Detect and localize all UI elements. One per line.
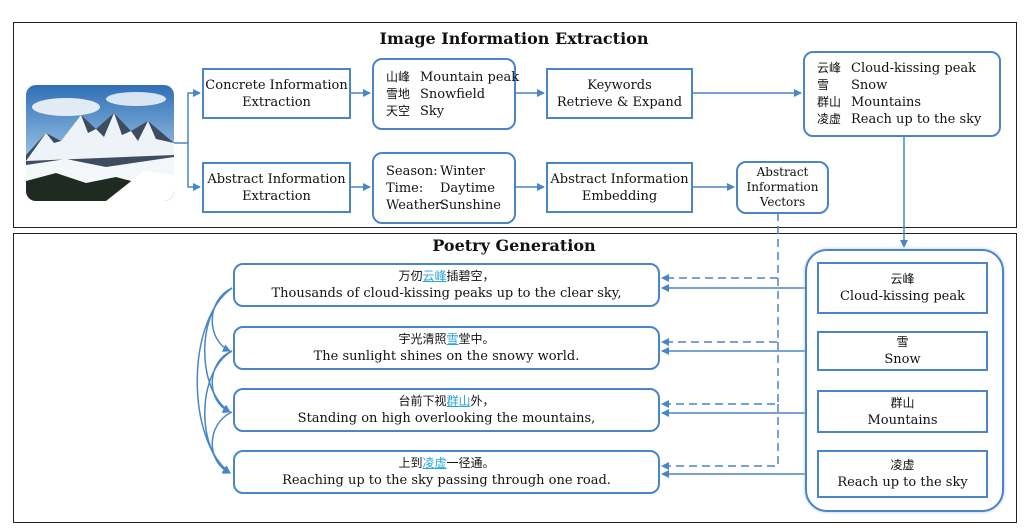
vectors-box-line1: Abstract	[756, 165, 809, 179]
top-panel-title: Image Information Extraction	[379, 29, 649, 48]
bottom-panel-title: Poetry Generation	[432, 236, 596, 255]
keyword-card: 雪 Snow	[817, 331, 988, 371]
abstract-item: Time:Daytime	[386, 180, 495, 196]
keywords-box-line2: Retrieve & Expand	[556, 94, 683, 110]
vectors-box-line2: Information	[746, 180, 819, 194]
mountain-photo	[26, 85, 174, 201]
embedding-box-line1: Abstract Information	[550, 171, 689, 187]
keyword-card: 群山 Mountains	[817, 390, 988, 433]
abstract-extraction-line2: Extraction	[242, 188, 311, 204]
embedding-box-line2: Embedding	[581, 188, 658, 204]
vectors-box-line3: Vectors	[759, 195, 806, 209]
embedding-box: Abstract Information Embedding	[546, 162, 693, 213]
concrete-extraction-line2: Extraction	[242, 94, 311, 110]
poem-keyword: 雪	[446, 332, 459, 346]
poem-keyword: 凌虚	[422, 456, 447, 470]
poem-line: 万仞云峰插碧空， Thousands of cloud-kissing peak…	[233, 263, 660, 307]
abstract-item: Weather:Sunshine	[386, 197, 501, 213]
poem-line: 宇光清照雪堂中。 The sunlight shines on the snow…	[233, 326, 660, 370]
poem-line: 台前下视群山外， Standing on high overlooking th…	[233, 388, 660, 432]
poem-keyword: 群山	[446, 394, 471, 408]
abstract-items-box: Season:Winter Time:Daytime Weather:Sunsh…	[372, 152, 516, 224]
keyword-card: 云峰 Cloud-kissing peak	[817, 262, 988, 314]
concrete-extraction-line1: Concrete Information	[205, 77, 348, 93]
poem-line: 上到凌虚一径通。 Reaching up to the sky passing …	[233, 450, 660, 494]
poem-keyword: 云峰	[422, 269, 447, 283]
vectors-box: Abstract Information Vectors	[736, 161, 829, 214]
concrete-extraction-box: Concrete Information Extraction	[202, 68, 351, 119]
abstract-extraction-box: Abstract Information Extraction	[202, 162, 351, 213]
keywords-box-line1: Keywords	[587, 77, 652, 93]
abstract-item: Season:Winter	[386, 163, 485, 179]
keywords-box: Keywords Retrieve & Expand	[546, 68, 693, 119]
keyword-card: 凌虚 Reach up to the sky	[817, 450, 988, 498]
abstract-extraction-line1: Abstract Information	[207, 171, 346, 187]
